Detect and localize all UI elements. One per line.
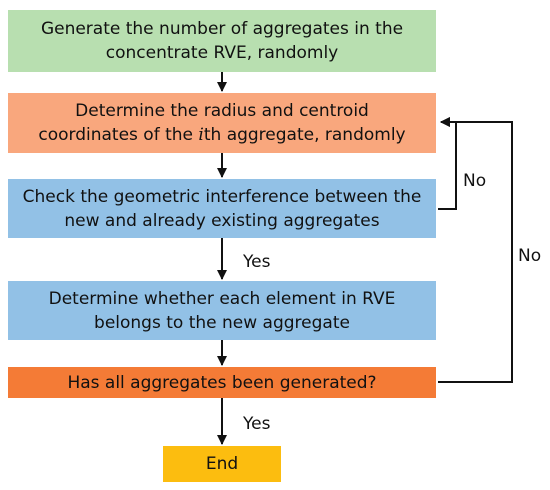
all-generated-box: Has all aggregates been generated? [8,367,436,398]
check-interference-box: Check the geometric interference between… [8,179,436,238]
determine-element-line-1: Determine whether each element in RVE [48,288,396,309]
all-generated-line-1: Has all aggregates been generated? [67,372,377,393]
determine-radius-line-2-post: th aggregate, randomly [203,125,406,145]
end-box: End [163,446,281,482]
check-no-label: No [463,171,487,191]
check-interference-line-2: new and already existing aggregates [64,210,380,231]
end-label: End [205,454,239,474]
determine-radius-line-2-pre: coordinates of the [38,125,199,145]
check-interference-line-1: Check the geometric interference between… [22,186,422,207]
loop-check-no [438,117,457,210]
check-yes-label: Yes [243,252,271,272]
index-symbol: i [198,125,204,145]
determine-radius-line-1: Determine the radius and centroid [75,101,369,121]
generate-line-1: Generate the number of aggregates in the [40,19,404,39]
generate-line-2: concentrate RVE, randomly [105,43,339,63]
all-generated-no-label: No [518,246,542,266]
determine-element-box: Determine whether each element in RVE be… [8,281,436,340]
generate-aggregates-box: Generate the number of aggregates in the… [8,10,436,72]
determine-radius-box: Determine the radius and centroid coordi… [8,93,436,153]
determine-element-line-2: belongs to the new aggregate [94,312,350,333]
loop-all-generated-no [438,117,513,383]
all-generated-yes-label: Yes [243,414,271,434]
determine-radius-line-2: coordinates of the ith aggregate, random… [38,123,405,147]
